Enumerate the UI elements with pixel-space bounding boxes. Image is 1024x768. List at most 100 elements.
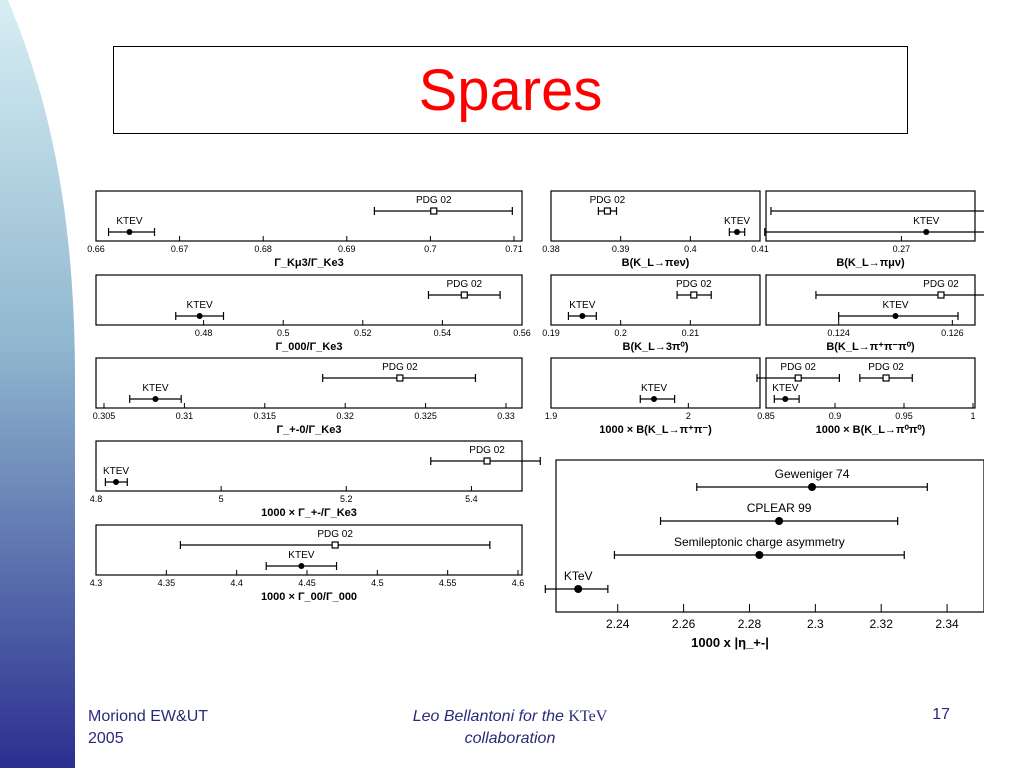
- panel-12-marker: [775, 517, 784, 525]
- panel-11-tick-label: 1: [970, 411, 975, 421]
- panel-4-xlabel: 1000 × Γ_+-/Γ_Ke3: [261, 507, 357, 519]
- panel-3-marker: [396, 374, 404, 382]
- title-box: Spares: [113, 46, 908, 134]
- footer-conference: Moriond EW&UT 2005: [88, 706, 208, 750]
- panel-6-tick-label: 0.38: [542, 244, 560, 254]
- panel-12-point-label: Geweniger 74: [775, 467, 850, 481]
- panel-8-point-label: PDG 02: [676, 279, 712, 290]
- panel-11-xlabel: 1000 × B(K_L→π⁰π⁰): [816, 424, 926, 436]
- footer-conference-line2: 2005: [88, 730, 124, 747]
- panel-2-marker: [196, 313, 203, 319]
- panel-1-tick-label: 0.7: [424, 244, 437, 254]
- panel-8-tick-label: 0.19: [542, 328, 560, 338]
- panel-4-point-label: KTEV: [103, 466, 129, 477]
- panel-5-marker: [331, 541, 339, 549]
- panel-4-tick-label: 5.2: [340, 494, 353, 504]
- panel-2-tick-label: 0.48: [195, 328, 213, 338]
- panel-10-point-label: PDG 02: [780, 362, 816, 373]
- page-number: 17: [932, 706, 950, 723]
- footer-author: Leo Bellantoni for the KTeV collaboratio…: [350, 706, 670, 750]
- panel-3-xlabel: Γ_+-0/Γ_Ke3: [277, 424, 342, 436]
- panel-1-tick-label: 0.67: [171, 244, 189, 254]
- panel-6-point-label: PDG 02: [590, 195, 626, 206]
- panel-12-tick-label: 2.3: [807, 617, 824, 631]
- panel-6-xlabel: B(K_L→πeν): [622, 257, 690, 269]
- panel-10-xlabel: 1000 × B(K_L→π⁺π⁻): [599, 424, 712, 436]
- panel-1-point-label: PDG 02: [416, 195, 452, 206]
- panel-3-frame: [95, 357, 523, 409]
- panel-12-point-label: CPLEAR 99: [747, 501, 812, 515]
- panel-6-tick-label: 0.41: [751, 244, 769, 254]
- panel-11-marker: [882, 374, 890, 382]
- panel-5-xlabel: 1000 × Γ_00/Γ_000: [261, 591, 357, 603]
- footer-ktev-text: KTeV: [568, 708, 608, 725]
- panel-1-marker: [126, 229, 133, 235]
- panel-6-marker: [603, 207, 612, 215]
- panel-8-marker: [579, 313, 586, 319]
- panel-1-marker: [430, 207, 438, 215]
- panel-3-marker: [152, 396, 159, 402]
- panel-5-marker: [298, 563, 305, 569]
- panel-12-xlabel: 1000 x |η_+-|: [691, 635, 769, 650]
- panel-10-tick-label: 1.9: [545, 411, 558, 421]
- panel-7-point-label: KTEV: [913, 216, 939, 227]
- panel-10-point-label: KTEV: [641, 383, 667, 394]
- panel-11-tick-label: 0.85: [757, 411, 775, 421]
- panel-9-xlabel: B(K_L→π⁺π⁻π⁰): [826, 341, 915, 353]
- panel-2-xlabel: Γ_000/Γ_Ke3: [275, 341, 342, 353]
- panel-4-marker: [483, 457, 491, 465]
- panel-12-tick-label: 2.32: [870, 617, 894, 631]
- panel-3-tick-label: 0.33: [497, 411, 515, 421]
- panel-8-xlabel: B(K_L→3π⁰): [623, 341, 689, 353]
- panel-7-frame: [765, 190, 976, 242]
- panel-1-tick-label: 0.66: [87, 244, 105, 254]
- panel-1-tick-label: 0.68: [254, 244, 272, 254]
- panel-4-tick-label: 4.8: [90, 494, 103, 504]
- panel-11-point-label: KTEV: [772, 383, 798, 394]
- panel-12-marker: [574, 585, 583, 593]
- panel-6-tick-label: 0.39: [612, 244, 630, 254]
- footer-conference-line1: Moriond EW&UT: [88, 708, 209, 725]
- panel-4-point-label: PDG 02: [469, 445, 505, 456]
- panel-3-point-label: KTEV: [142, 383, 168, 394]
- panel-11-point-label: PDG 02: [868, 362, 904, 373]
- panel-3-tick-label: 0.305: [93, 411, 116, 421]
- panel-11-marker: [782, 396, 789, 402]
- panel-5-tick-label: 4.6: [512, 578, 525, 588]
- panel-10-marker: [651, 396, 657, 402]
- panel-7-xlabel: B(K_L→πμν): [836, 257, 905, 269]
- panel-9-tick-label: 0.126: [941, 328, 964, 338]
- panel-6-marker: [734, 229, 741, 235]
- panel-5-tick-label: 4.5: [371, 578, 384, 588]
- panel-9-marker: [937, 291, 945, 299]
- panel-3-tick-label: 0.325: [414, 411, 437, 421]
- panel-12-point-label: KTeV: [564, 569, 593, 583]
- panel-1-frame: [95, 190, 523, 242]
- panel-2-tick-label: 0.54: [434, 328, 452, 338]
- panel-5-tick-label: 4.55: [439, 578, 457, 588]
- panel-6-point-label: KTEV: [724, 216, 750, 227]
- panel-5-frame: [95, 524, 523, 576]
- panel-12-marker: [755, 551, 764, 559]
- panel-8-tick-label: 0.21: [682, 328, 700, 338]
- panel-12-point-label: Semileptonic charge asymmetry: [674, 535, 845, 549]
- panel-5-tick-label: 4.45: [298, 578, 316, 588]
- panel-2-tick-label: 0.5: [277, 328, 290, 338]
- panel-2-tick-label: 0.52: [354, 328, 372, 338]
- panel-12-tick-label: 2.34: [935, 617, 959, 631]
- panel-3-tick-label: 0.32: [336, 411, 354, 421]
- panel-3-point-label: PDG 02: [382, 362, 418, 373]
- panel-8-frame: [550, 274, 761, 326]
- panel-4-frame: [95, 440, 523, 492]
- panel-10-tick-label: 2: [686, 411, 691, 421]
- panel-12-tick-label: 2.24: [606, 617, 630, 631]
- panel-5-tick-label: 4.35: [158, 578, 176, 588]
- panel-7-tick-label: 0.27: [893, 244, 911, 254]
- panel-12-marker: [808, 483, 817, 491]
- panel-5-point-label: PDG 02: [317, 529, 353, 540]
- sidebar-swoosh: [0, 0, 75, 768]
- panel-2-tick-label: 0.56: [513, 328, 531, 338]
- panel-9-tick-label: 0.124: [827, 328, 850, 338]
